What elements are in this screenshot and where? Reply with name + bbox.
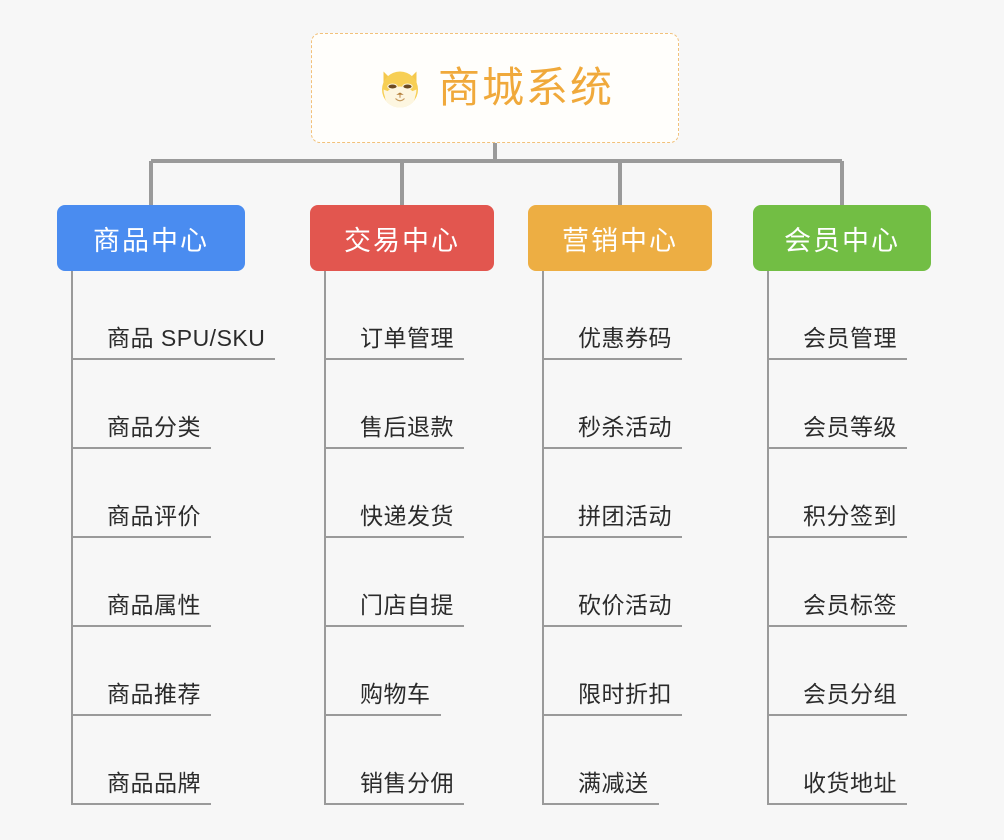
- leaf-underline: 满减送: [544, 772, 659, 805]
- leaf-underline: 销售分佣: [326, 772, 464, 805]
- leaf-list-product-center: 商品 SPU/SKU 商品分类 商品评价 商品属性 商品推荐: [71, 271, 276, 805]
- leaf-label: 购物车: [360, 681, 431, 707]
- column-member-center: 会员中心 会员管理 会员等级 积分签到 会员标签: [753, 205, 931, 805]
- list-item[interactable]: 会员等级: [769, 360, 931, 449]
- list-item[interactable]: 购物车: [326, 627, 494, 716]
- list-item[interactable]: 会员标签: [769, 538, 931, 627]
- leaf-underline: 会员分组: [769, 683, 907, 716]
- leaf-underline: 收货地址: [769, 772, 907, 805]
- leaf-label: 商品评价: [107, 503, 201, 529]
- leaf-underline: 商品推荐: [73, 683, 211, 716]
- root-title: 商城系统: [437, 64, 614, 111]
- leaf-underline: 优惠券码: [544, 327, 682, 360]
- list-item[interactable]: 订单管理: [326, 271, 494, 360]
- list-item[interactable]: 门店自提: [326, 538, 494, 627]
- leaf-underline: 砍价活动: [544, 594, 682, 627]
- leaf-label: 砍价活动: [578, 592, 672, 618]
- leaf-underline: 会员管理: [769, 327, 907, 360]
- leaf-underline: 商品分类: [73, 416, 211, 449]
- list-item[interactable]: 收货地址: [769, 716, 931, 805]
- leaf-underline: 商品品牌: [73, 772, 211, 805]
- leaf-underline: 拼团活动: [544, 505, 682, 538]
- leaf-underline: 购物车: [326, 683, 441, 716]
- list-item[interactable]: 会员管理: [769, 271, 931, 360]
- list-item[interactable]: 商品推荐: [73, 627, 275, 716]
- leaf-underline: 快递发货: [326, 505, 464, 538]
- list-item[interactable]: 拼团活动: [544, 449, 712, 538]
- leaf-label: 会员等级: [803, 414, 897, 440]
- list-item[interactable]: 满减送: [544, 716, 712, 805]
- list-item[interactable]: 销售分佣: [326, 716, 494, 805]
- list-item[interactable]: 快递发货: [326, 449, 494, 538]
- category-header-trade-center[interactable]: 交易中心: [310, 205, 494, 271]
- list-item[interactable]: 积分签到: [769, 449, 931, 538]
- list-item[interactable]: 商品分类: [73, 360, 275, 449]
- leaf-list-trade-center: 订单管理 售后退款 快递发货 门店自提 购物车: [324, 271, 494, 805]
- leaf-label: 会员标签: [803, 592, 897, 618]
- leaf-underline: 积分签到: [769, 505, 907, 538]
- leaf-underline: 会员标签: [769, 594, 907, 627]
- leaf-underline: 门店自提: [326, 594, 464, 627]
- list-item[interactable]: 售后退款: [326, 360, 494, 449]
- category-label: 交易中心: [344, 225, 460, 256]
- leaf-label: 拼团活动: [578, 503, 672, 529]
- list-item[interactable]: 秒杀活动: [544, 360, 712, 449]
- leaf-list-marketing-center: 优惠券码 秒杀活动 拼团活动 砍价活动 限时折扣: [542, 271, 712, 805]
- leaf-underline: 限时折扣: [544, 683, 682, 716]
- leaf-label: 售后退款: [360, 414, 454, 440]
- list-item[interactable]: 会员分组: [769, 627, 931, 716]
- list-item[interactable]: 限时折扣: [544, 627, 712, 716]
- list-item[interactable]: 商品属性: [73, 538, 275, 627]
- list-item[interactable]: 商品 SPU/SKU: [73, 271, 276, 360]
- column-trade-center: 交易中心 订单管理 售后退款 快递发货 门店自提: [310, 205, 494, 805]
- leaf-list-member-center: 会员管理 会员等级 积分签到 会员标签 会员分组: [767, 271, 931, 805]
- leaf-label: 商品 SPU/SKU: [107, 325, 266, 351]
- leaf-underline: 订单管理: [326, 327, 464, 360]
- shiba-dog-face-icon: [381, 71, 418, 109]
- list-item[interactable]: 商品评价: [73, 449, 275, 538]
- leaf-underline: 商品评价: [73, 505, 211, 538]
- leaf-label: 限时折扣: [578, 681, 672, 707]
- leaf-underline: 售后退款: [326, 416, 464, 449]
- list-item[interactable]: 砍价活动: [544, 538, 712, 627]
- leaf-underline: 会员等级: [769, 416, 907, 449]
- category-label: 商品中心: [93, 225, 209, 256]
- list-item[interactable]: 商品品牌: [73, 716, 275, 805]
- category-header-marketing-center[interactable]: 营销中心: [528, 205, 712, 271]
- leaf-underline: 秒杀活动: [544, 416, 682, 449]
- list-item[interactable]: 优惠券码: [544, 271, 712, 360]
- leaf-label: 订单管理: [360, 325, 454, 351]
- leaf-label: 会员分组: [803, 681, 897, 707]
- category-header-member-center[interactable]: 会员中心: [753, 205, 931, 271]
- leaf-label: 商品分类: [107, 414, 201, 440]
- leaf-label: 门店自提: [360, 592, 454, 618]
- category-label: 会员中心: [784, 225, 900, 256]
- leaf-label: 收货地址: [803, 770, 897, 796]
- leaf-label: 商品品牌: [107, 770, 201, 796]
- leaf-label: 会员管理: [803, 325, 897, 351]
- root-node[interactable]: 商城系统: [311, 33, 679, 143]
- column-product-center: 商品中心 商品 SPU/SKU 商品分类 商品评价 商品属性: [57, 205, 276, 805]
- leaf-underline: 商品属性: [73, 594, 211, 627]
- leaf-label: 商品属性: [107, 592, 201, 618]
- leaf-label: 商品推荐: [107, 681, 201, 707]
- leaf-underline: 商品 SPU/SKU: [73, 325, 276, 360]
- leaf-label: 快递发货: [360, 503, 454, 529]
- column-marketing-center: 营销中心 优惠券码 秒杀活动 拼团活动 砍价活动: [528, 205, 712, 805]
- leaf-label: 满减送: [578, 770, 649, 796]
- leaf-label: 积分签到: [803, 503, 897, 529]
- leaf-label: 优惠券码: [578, 325, 672, 351]
- category-label: 营销中心: [562, 225, 678, 256]
- leaf-label: 秒杀活动: [578, 414, 672, 440]
- leaf-label: 销售分佣: [360, 770, 454, 796]
- category-header-product-center[interactable]: 商品中心: [57, 205, 245, 271]
